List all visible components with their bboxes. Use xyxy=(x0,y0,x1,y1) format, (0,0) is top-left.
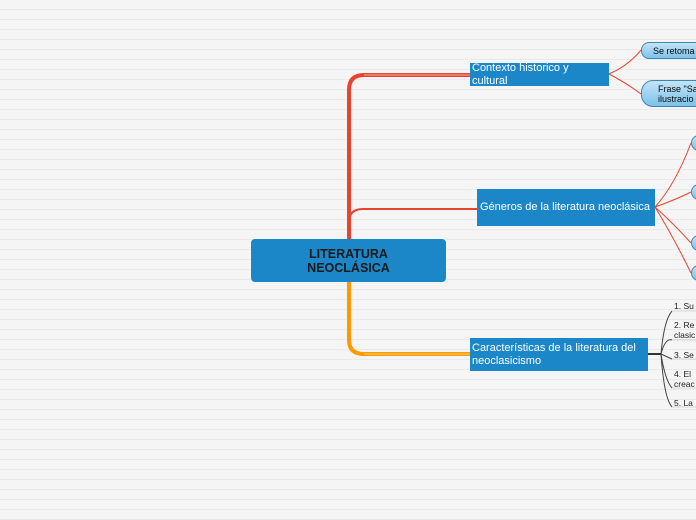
topic-node-caracteristicas[interactable]: Características de la literatura del neo… xyxy=(470,338,648,371)
subtopic-label: Se retoma xyxy=(653,45,695,56)
topic-label: Características de la literatura del neo… xyxy=(472,341,636,367)
generos-connector-2 xyxy=(654,191,692,208)
list-connector-2 xyxy=(660,339,673,355)
list-item[interactable]: 5. La xyxy=(674,398,693,408)
subtopic-label-line-1: Frase "Sa xyxy=(658,83,696,94)
central-topic-line-2: NEOCLÁSICA xyxy=(307,260,390,275)
list-connector-5 xyxy=(660,353,673,408)
topic-node-generos[interactable]: Géneros de la literatura neoclásica xyxy=(477,189,655,226)
list-item-line-2: clasic xyxy=(674,330,696,340)
list-item-line-1: 4. El xyxy=(674,369,692,379)
subtopic-label-line-2: ilustracio xyxy=(658,93,694,104)
topic-node-contexto[interactable]: Contexto historico y cultural xyxy=(470,61,609,87)
list-connector-1 xyxy=(660,310,673,355)
subtopic-connector-1 xyxy=(608,49,642,75)
topic-label: Contexto historico y cultural xyxy=(472,61,569,87)
list-item-line-1: 2. Re xyxy=(674,320,695,330)
list-underlines xyxy=(672,310,696,408)
generos-connector-1 xyxy=(654,142,692,208)
subtopic-node-frase[interactable]: Frase "Sa ilustracio xyxy=(641,80,696,107)
list-item-line-1: 5. La xyxy=(674,398,693,408)
central-topic-line-1: LITERATURA xyxy=(309,246,388,261)
list-item[interactable]: 4. El creac xyxy=(674,369,695,389)
list-connector-3 xyxy=(660,353,673,360)
list-item-line-1: 3. Se xyxy=(674,350,694,360)
central-topic-node[interactable]: LITERATURA NEOCLÁSICA xyxy=(251,239,446,282)
topic-label: Géneros de la literatura neoclásica xyxy=(480,201,650,213)
list-item[interactable]: 2. Re clasic xyxy=(674,320,695,340)
list-item-line-2: creac xyxy=(674,379,695,389)
generos-connector-3 xyxy=(654,206,692,244)
branch-connector-generos xyxy=(348,208,477,244)
list-item-line-1: 1. Su xyxy=(674,301,694,311)
branch-connector-contexto xyxy=(347,73,470,244)
subtopic-node-se-retoma[interactable]: Se retoma xyxy=(641,42,696,59)
list-item[interactable]: 3. Se xyxy=(674,350,694,360)
subtopic-connector-2 xyxy=(608,73,642,95)
branch-connector-caracteristicas xyxy=(347,282,470,356)
list-item[interactable]: 1. Su xyxy=(674,301,694,311)
generos-connector-4 xyxy=(654,206,692,274)
